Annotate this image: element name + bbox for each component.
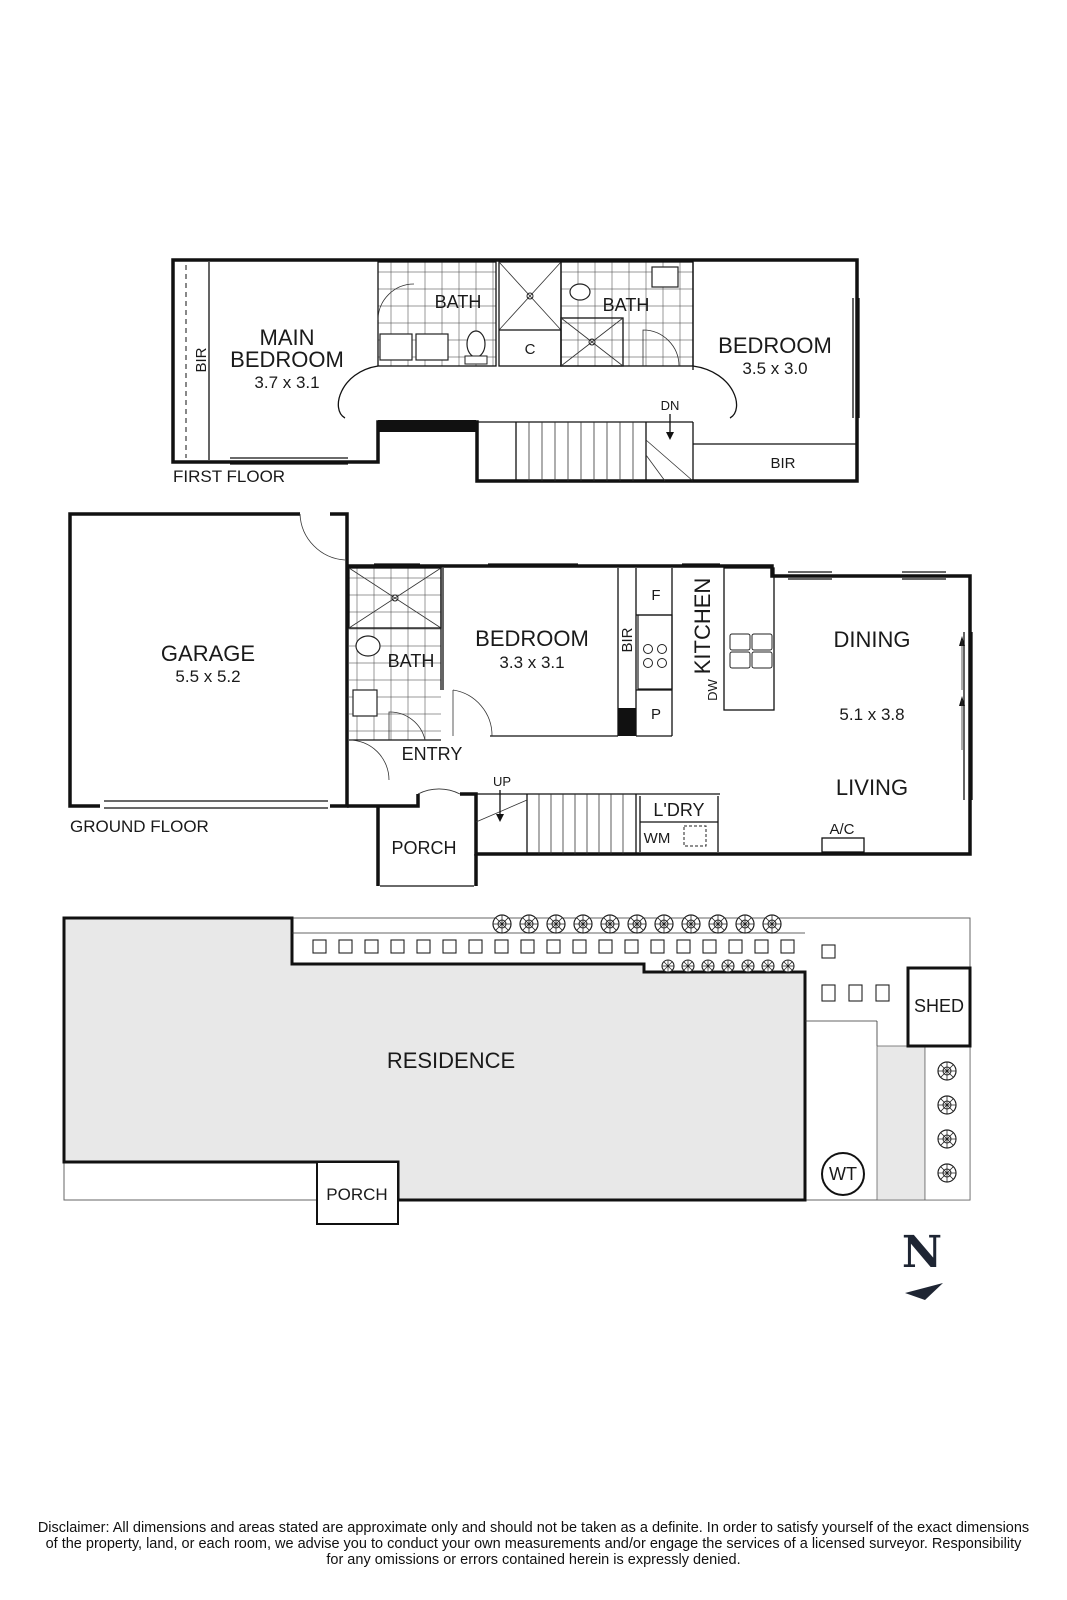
disclaimer-line-2: of the property, land, or each room, we … <box>45 1536 1022 1552</box>
north-letter: N <box>902 1227 942 1278</box>
ground-floor-label: GROUND FLOOR <box>70 817 209 836</box>
porch-site-label: PORCH <box>326 1185 387 1204</box>
up-stairs-label: UP <box>493 774 511 789</box>
bedroom-first-label: BEDROOM <box>718 333 832 358</box>
down-stairs-label: DN <box>661 398 680 413</box>
main-bedroom-label-1: MAIN <box>260 325 315 350</box>
disclaimer-line-3: for any omissions or errors contained he… <box>326 1552 741 1568</box>
kitchen-label: KITCHEN <box>690 578 715 675</box>
north-arrow-icon <box>905 1283 943 1300</box>
bedroom-first-dimensions: 3.5 x 3.0 <box>742 359 807 378</box>
bath-1-label: BATH <box>435 292 482 312</box>
ground-floor-plan: GARAGE 5.5 x 5.2 BATH BEDROOM 3.3 x 3.1 … <box>68 512 973 887</box>
bath-ground-label: BATH <box>388 651 435 671</box>
air-conditioner-label: A/C <box>829 821 854 838</box>
bedroom-ground-label: BEDROOM <box>475 626 589 651</box>
first-floor-plan: MAIN BEDROOM 3.7 x 3.1 BIR BATH C BATH B… <box>171 258 860 486</box>
dining-living-dimensions: 5.1 x 3.8 <box>839 705 904 724</box>
bir-ground-label: BIR <box>619 627 636 652</box>
shed-label: SHED <box>914 996 964 1016</box>
main-bedroom-label-2: BEDROOM <box>230 347 344 372</box>
washing-machine-label: WM <box>644 830 671 847</box>
main-bedroom-dimensions: 3.7 x 3.1 <box>254 373 319 392</box>
residence-label: RESIDENCE <box>387 1048 515 1073</box>
entry-label: ENTRY <box>402 744 463 764</box>
bedroom-ground-dimensions: 3.3 x 3.1 <box>499 653 564 672</box>
first-floor-label: FIRST FLOOR <box>173 467 285 486</box>
bath-2-label: BATH <box>603 295 650 315</box>
closet-label: C <box>525 341 536 358</box>
dishwasher-label: DW <box>705 678 720 700</box>
living-label: LIVING <box>836 775 908 800</box>
garage-label: GARAGE <box>161 641 255 666</box>
pantry-label: P <box>651 706 661 723</box>
laundry-label: L'DRY <box>653 800 704 820</box>
porch-ground-label: PORCH <box>391 838 456 858</box>
bir-left-label: BIR <box>193 347 210 372</box>
north-arrow: N <box>902 1227 943 1300</box>
site-plan: RESIDENCE PORCH SHED WT <box>62 914 972 1225</box>
water-tank-label: WT <box>829 1164 857 1184</box>
bir-right-label: BIR <box>770 455 795 472</box>
disclaimer-line-1: Disclaimer: All dimensions and areas sta… <box>37 1520 1030 1536</box>
fridge-label: F <box>651 587 660 604</box>
disclaimer: Disclaimer: All dimensions and areas sta… <box>0 1520 1067 1568</box>
garage-dimensions: 5.5 x 5.2 <box>175 667 240 686</box>
dining-label: DINING <box>834 627 911 652</box>
